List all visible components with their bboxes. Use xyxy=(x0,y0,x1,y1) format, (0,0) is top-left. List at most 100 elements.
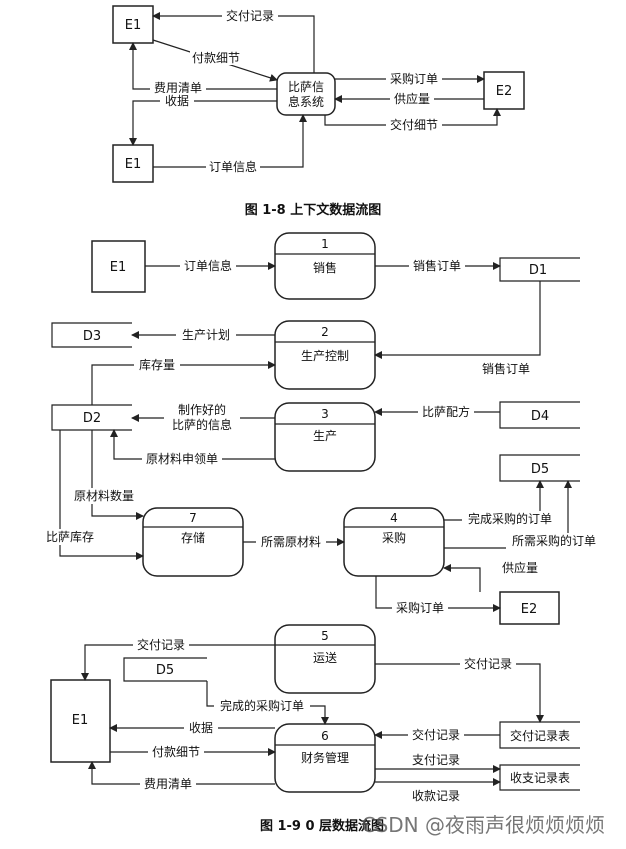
entity-e2 xyxy=(483,71,525,110)
process-6-number: 6 xyxy=(321,729,329,743)
process-5-name: 运送 xyxy=(313,650,337,665)
entity-e2-label: E2 xyxy=(521,602,538,617)
flow-sales-order-2-label: 销售订单 xyxy=(482,361,530,376)
flow-production-plan-label: 生产计划 xyxy=(182,328,230,342)
figure-1-9-caption: 图 1-9 0 层数据流图 xyxy=(260,818,384,834)
flow-made-pizza-info-line1: 制作好的 xyxy=(178,402,226,417)
figure-1-8: E1 E1 E2 比萨信 息系统 交付记录 付款细节 费用清单 收据 订单信息 xyxy=(112,5,525,218)
process-2-production-control: 2 生产控制 xyxy=(274,320,376,390)
flow-supply-label: 供应量 xyxy=(394,91,430,106)
store-d3-label: D3 xyxy=(83,329,101,344)
flow-order-info-label: 订单信息 xyxy=(184,258,232,273)
process-4-number: 4 xyxy=(390,511,398,525)
process-1-sales: 1 销售 xyxy=(274,232,376,300)
store-payment-table: 收支记录表 xyxy=(499,764,580,791)
process-2-name: 生产控制 xyxy=(301,349,349,363)
flow-receipt-label: 收据 xyxy=(165,94,189,108)
store-d3: D3 xyxy=(51,322,132,348)
entity-e1-a-label: E1 xyxy=(110,260,127,275)
process-7-number: 7 xyxy=(189,511,197,525)
store-d2: D2 xyxy=(51,404,132,431)
figure-1-8-caption: 图 1-8 上下文数据流图 xyxy=(245,202,382,218)
store-delivery-table: 交付记录表 xyxy=(499,721,580,749)
flow-inventory xyxy=(91,361,276,405)
flow-payment-detail-label: 付款细节 xyxy=(152,745,200,759)
store-payment-table-label: 收支记录表 xyxy=(510,771,570,785)
store-d4: D4 xyxy=(499,401,580,429)
flow-expense-list xyxy=(88,761,275,785)
flow-delivery-record-2-label: 交付记录 xyxy=(464,656,512,671)
flow-purchase-order xyxy=(375,576,501,612)
flow-delivery-record xyxy=(152,12,315,73)
process-1-name: 销售 xyxy=(313,260,337,275)
process-6-name: 财务管理 xyxy=(301,750,349,765)
store-delivery-table-label: 交付记录表 xyxy=(510,728,570,743)
process-3-production: 3 生产 xyxy=(274,402,376,472)
store-d5-b-label: D5 xyxy=(156,663,174,678)
flow-order-info-label: 订单信息 xyxy=(209,159,257,174)
flow-required-po-label: 所需采购的订单 xyxy=(512,533,596,548)
flow-receipt xyxy=(129,100,277,146)
entity-e1-b xyxy=(50,679,111,763)
process-7-storage: 7 存储 xyxy=(142,507,244,577)
flow-needed-material-label: 所需原材料 xyxy=(261,535,321,549)
flow-expense-list-label: 费用清单 xyxy=(154,81,202,95)
store-d1-label: D1 xyxy=(529,263,547,278)
flow-material-request-label: 原材料申领单 xyxy=(146,452,218,466)
flow-delivery-record-1 xyxy=(81,644,275,681)
flow-pizza-stock xyxy=(59,430,144,560)
store-d2-label: D2 xyxy=(83,411,101,426)
flow-order-info xyxy=(153,114,307,168)
watermark: CSDN @夜雨声很烦烦烦烦 xyxy=(362,813,605,837)
entity-e2-label: E2 xyxy=(496,84,513,99)
entity-e1-top-label: E1 xyxy=(125,18,142,33)
flow-material-qty xyxy=(91,430,144,520)
entity-e1-b-label: E1 xyxy=(72,713,89,728)
entity-e1-a xyxy=(91,240,146,293)
flow-sales-order-1-label: 销售订单 xyxy=(413,258,461,273)
flow-made-pizza-info-line2: 比萨的信息 xyxy=(172,417,232,432)
flow-delivery-record-2 xyxy=(375,663,544,723)
figure-1-9: E1 E2 E1 D1 D3 D2 D4 D5 D5 xyxy=(38,232,605,837)
flow-delivery-record-label: 交付记录 xyxy=(226,8,274,23)
process-5-delivery: 5 运送 xyxy=(274,624,376,694)
process-3-number: 3 xyxy=(321,407,329,421)
flow-payment-detail-label: 付款细节 xyxy=(192,51,240,65)
flow-sales-order-2 xyxy=(374,281,541,359)
store-d5-b: D5 xyxy=(123,657,207,682)
flow-expense-list-label: 费用清单 xyxy=(144,777,192,791)
process-1-number: 1 xyxy=(321,237,329,251)
store-d5-label: D5 xyxy=(531,462,549,477)
process-3-name: 生产 xyxy=(313,429,337,443)
store-d4-label: D4 xyxy=(531,409,549,424)
process-4-purchase: 4 采购 xyxy=(343,507,445,577)
flow-delivery-record-3-label: 交付记录 xyxy=(412,727,460,742)
flow-supply-label: 供应量 xyxy=(502,560,538,575)
system-label-line2: 息系统 xyxy=(288,94,324,109)
flow-delivery-detail-label: 交付细节 xyxy=(390,117,438,132)
entity-e1-bottom-label: E1 xyxy=(125,157,142,172)
process-7-name: 存储 xyxy=(181,530,205,545)
flow-material-qty-label: 原材料数量 xyxy=(74,488,134,503)
entity-e2 xyxy=(499,591,560,625)
flow-delivery-record-1-label: 交付记录 xyxy=(137,637,185,652)
flow-purchase-order-label: 采购订单 xyxy=(390,71,438,86)
flow-pay-record-label: 支付记录 xyxy=(412,753,460,767)
flow-supply xyxy=(443,564,481,592)
flow-receipt-label: 收据 xyxy=(189,721,213,735)
process-5-number: 5 xyxy=(321,629,329,643)
flow-pizza-recipe-label: 比萨配方 xyxy=(422,404,470,419)
entity-e1-bottom xyxy=(112,144,154,183)
flow-purchase-order-label: 采购订单 xyxy=(396,600,444,615)
process-6-finance: 6 财务管理 xyxy=(274,723,376,793)
flow-expense-list xyxy=(129,42,277,90)
process-4-name: 采购 xyxy=(382,530,406,545)
store-d1: D1 xyxy=(499,257,580,282)
store-d5: D5 xyxy=(499,454,580,482)
process-2-number: 2 xyxy=(321,325,329,339)
flow-completed-po-label: 完成采购的订单 xyxy=(468,511,552,526)
system-label-line1: 比萨信 xyxy=(288,80,324,94)
flow-completed-po-2-label: 完成的采购订单 xyxy=(220,698,304,713)
flow-inventory-label: 库存量 xyxy=(139,357,175,372)
